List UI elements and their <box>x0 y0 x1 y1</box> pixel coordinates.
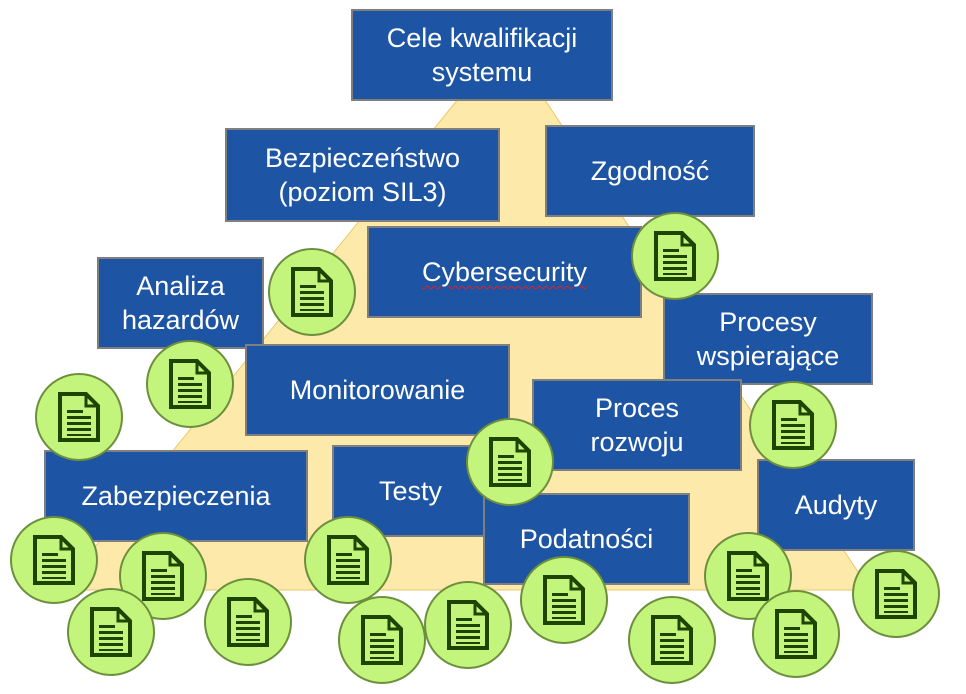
document-glyph <box>361 615 403 665</box>
document-icon <box>852 550 940 638</box>
node-cybersecurity: Cybersecurity <box>367 226 642 318</box>
node-development-process: Proces rozwoju <box>532 379 742 471</box>
document-icon <box>752 590 840 678</box>
node-safety: Bezpieczeństwo (poziom SIL3) <box>225 128 500 222</box>
node-label: Monitorowanie <box>289 375 466 405</box>
document-icon <box>10 516 98 604</box>
document-icon <box>146 340 234 428</box>
document-icon <box>749 381 837 469</box>
document-glyph <box>327 535 369 585</box>
document-glyph <box>772 400 814 450</box>
document-glyph <box>227 597 269 647</box>
document-glyph <box>142 551 184 601</box>
document-glyph <box>775 609 817 659</box>
document-glyph <box>447 600 489 650</box>
node-label: Cybersecurity <box>421 257 588 287</box>
node-label: Analiza hazardów <box>121 271 240 335</box>
document-glyph <box>58 392 100 442</box>
document-icon <box>304 516 392 604</box>
node-hazard-analysis: Analiza hazardów <box>97 257 264 349</box>
node-label: Audyty <box>794 490 878 520</box>
document-glyph <box>489 437 531 487</box>
node-audits: Audyty <box>757 459 915 551</box>
node-supporting-processes: Procesy wspierające <box>663 293 873 385</box>
document-icon <box>67 588 155 676</box>
document-icon <box>520 556 608 644</box>
document-icon <box>466 418 554 506</box>
node-label: Podatności <box>519 524 654 554</box>
document-icon <box>35 373 123 461</box>
document-icon <box>268 248 356 336</box>
node-system-qualification-goals: Cele kwalifikacji systemu <box>351 9 613 101</box>
node-label: Testy <box>378 476 443 506</box>
node-label: Cele kwalifikacji systemu <box>386 23 578 87</box>
node-compliance: Zgodność <box>545 125 755 217</box>
document-glyph <box>543 575 585 625</box>
document-icon <box>424 581 512 669</box>
document-icon <box>631 212 719 300</box>
document-glyph <box>90 607 132 657</box>
document-glyph <box>651 615 693 665</box>
document-icon <box>628 596 716 684</box>
node-label: Zgodność <box>590 156 710 186</box>
node-safeguards: Zabezpieczenia <box>44 450 308 542</box>
node-label: Proces rozwoju <box>590 393 684 457</box>
node-label: Bezpieczeństwo (poziom SIL3) <box>264 143 461 207</box>
node-monitoring: Monitorowanie <box>245 344 510 436</box>
node-vulnerabilities: Podatności <box>483 493 690 585</box>
document-icon <box>338 596 426 684</box>
document-icon <box>204 578 292 666</box>
document-glyph <box>654 231 696 281</box>
document-glyph <box>727 551 769 601</box>
document-glyph <box>33 535 75 585</box>
document-glyph <box>291 267 333 317</box>
document-glyph <box>169 359 211 409</box>
node-label: Zabezpieczenia <box>81 481 271 511</box>
node-label: Procesy wspierające <box>696 307 840 371</box>
document-glyph <box>875 569 917 619</box>
